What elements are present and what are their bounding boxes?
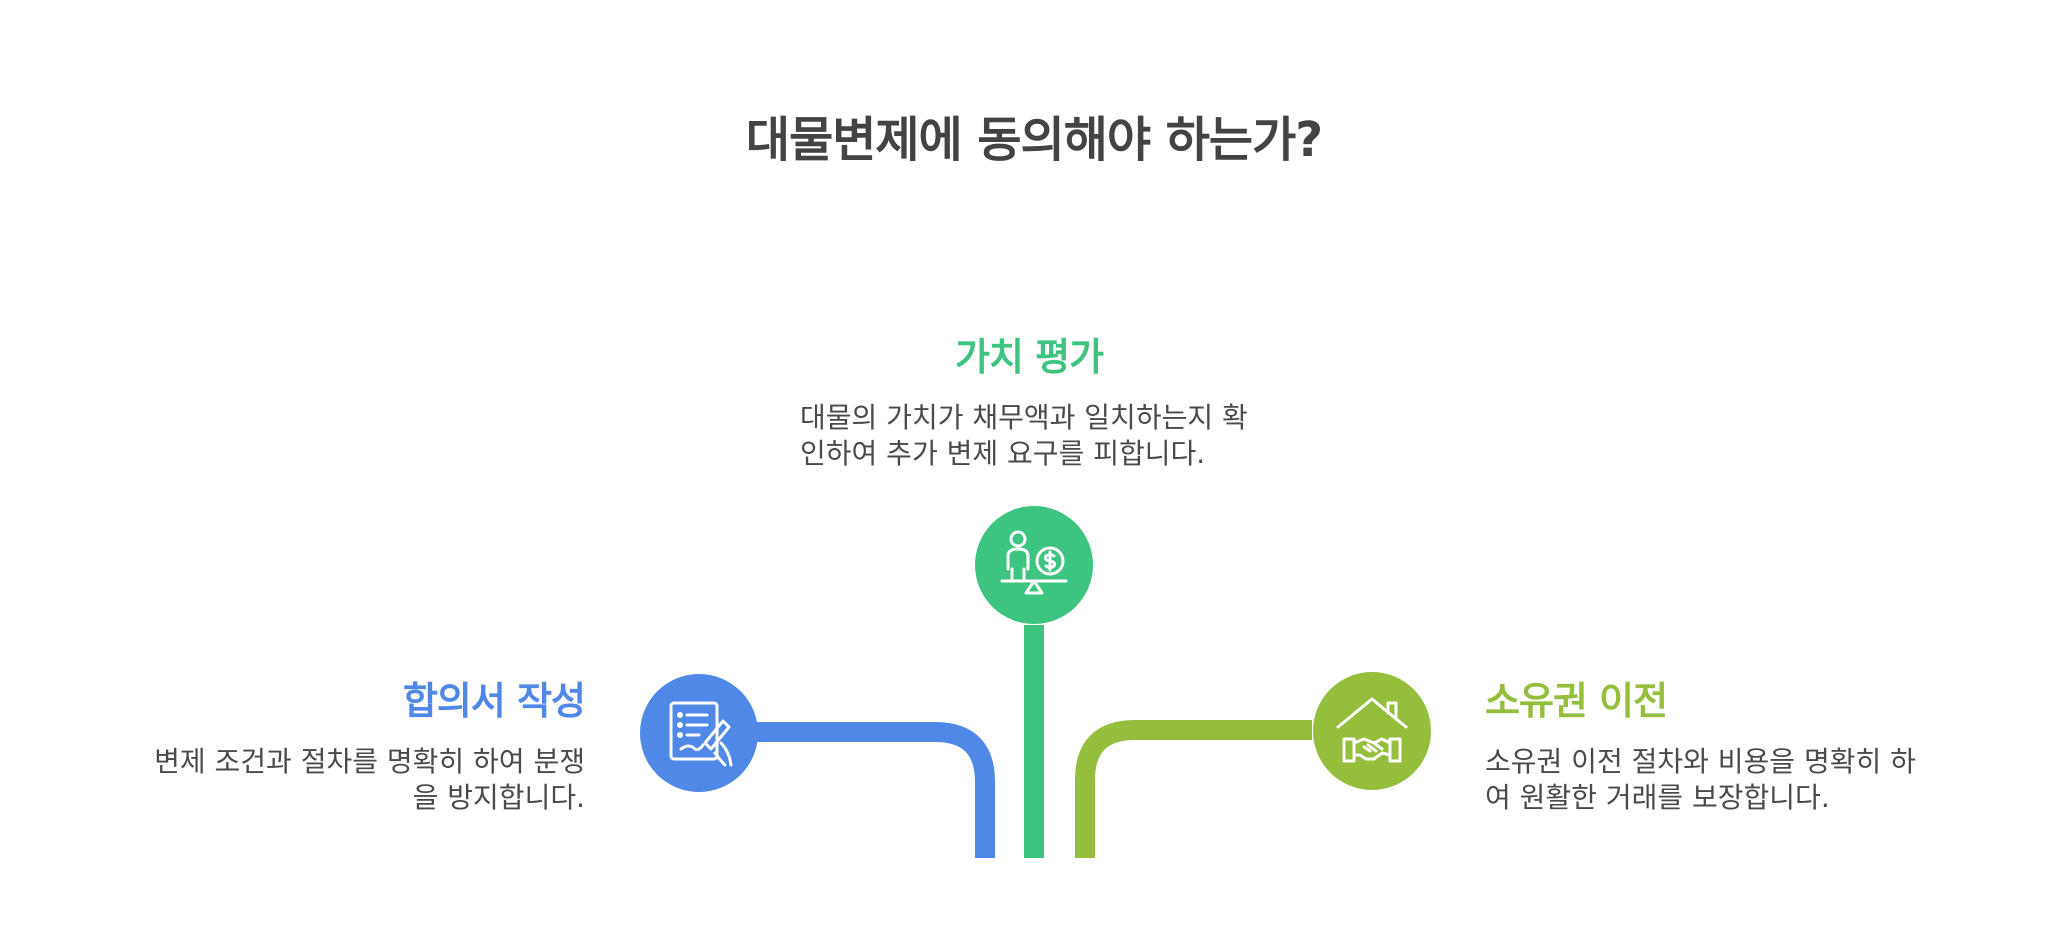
right-desc-line1: 소유권 이전 절차와 비용을 명확히 하 [1485,745,1916,778]
right-description: 소유권 이전 절차와 비용을 명확히 하 여 원활한 거래를 보장합니다. [1485,744,2005,816]
right-desc-line2: 여 원활한 거래를 보장합니다. [1485,781,1830,814]
left-description: 변제 조건과 절차를 명확히 하여 분쟁 을 방지합니다. [65,744,585,816]
scale-person-money-icon [1000,530,1068,595]
right-connector [1075,720,1312,858]
left-desc-line2: 을 방지합니다. [412,781,585,814]
center-desc-line1: 대물의 가치가 채무액과 일치하는지 확 [800,401,1248,434]
right-heading: 소유권 이전 [1485,679,1668,723]
document-signature-icon [669,701,733,767]
left-desc-line1: 변제 조건과 절차를 명확히 하여 분쟁 [154,745,585,778]
left-node-icon [640,674,758,792]
center-description: 대물의 가치가 채무액과 일치하는지 확 인하여 추가 변제 요구를 피합니다. [800,400,1320,472]
left-connector [756,722,995,858]
center-heading: 가치 평가 [955,335,1104,379]
left-heading: 합의서 작성 [402,679,586,723]
page-title: 대물변제에 동의해야 하는가? [745,112,1323,168]
center-node-icon [975,506,1093,624]
center-desc-line2: 인하여 추가 변제 요구를 피합니다. [800,437,1206,470]
right-node-icon [1313,672,1431,790]
house-handshake-icon [1336,697,1408,763]
